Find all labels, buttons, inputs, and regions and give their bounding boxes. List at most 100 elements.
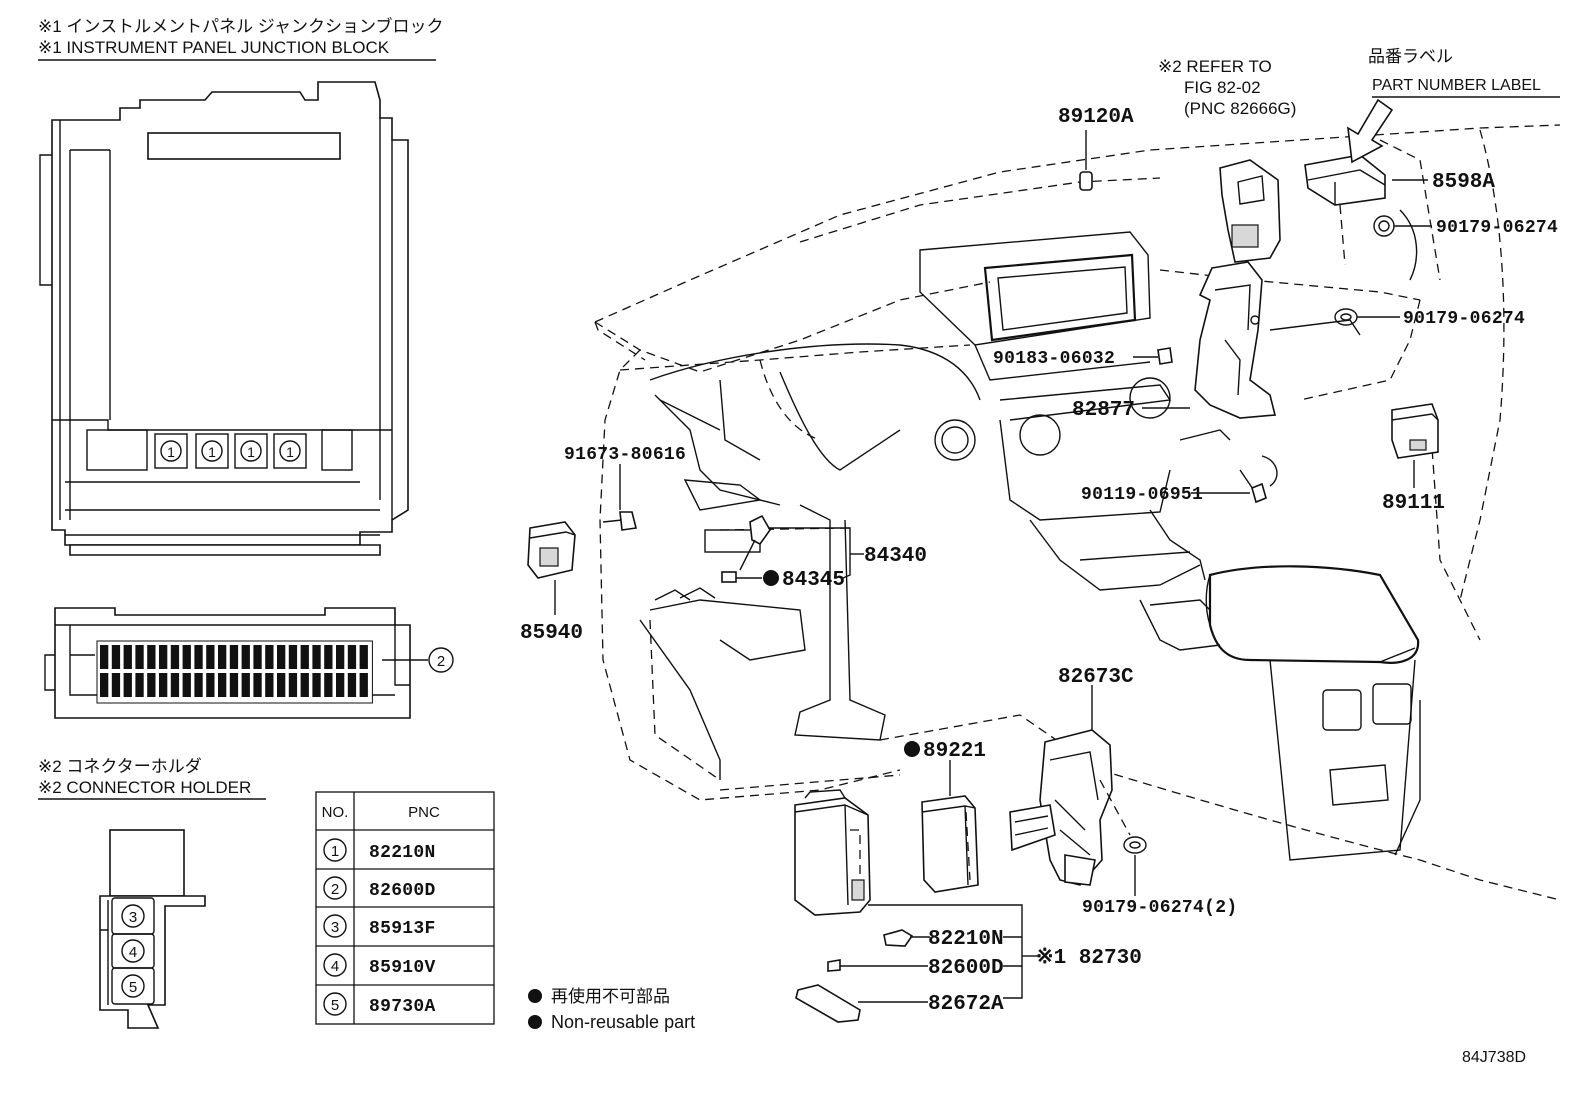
- connector-pin: [123, 673, 132, 697]
- connector-pin: [170, 673, 180, 697]
- connector-pin: [359, 673, 368, 697]
- connector-holder-drawing: [99, 829, 206, 1029]
- junction-block-drawing: [39, 81, 409, 556]
- refer-line3: (PNC 82666G): [1184, 99, 1296, 118]
- connector-pin: [336, 645, 345, 669]
- part-84340: [721, 514, 771, 583]
- connector-pin: [111, 673, 121, 697]
- figure-id: 84J738D: [1462, 1049, 1526, 1066]
- callout-90179-middle: 90179-06274: [1403, 309, 1525, 329]
- connector-pin: [182, 673, 191, 697]
- junction-block-side-view: 2: [44, 607, 454, 719]
- connector-pin: [277, 673, 286, 697]
- part-89221: [921, 795, 979, 893]
- svg-text:1: 1: [247, 444, 255, 460]
- junction-block-title-jp: ※1 インストルメントパネル ジャンクションブロック: [38, 16, 443, 36]
- callout-91673: 91673-80616: [564, 445, 686, 465]
- part-90179-clip-lower: [1123, 836, 1147, 854]
- part-90119-bolt: [1239, 455, 1278, 504]
- junction-block-connector-1d: 1: [273, 433, 307, 469]
- connector-pin: [347, 673, 357, 697]
- part-82730-junction-block: [794, 789, 871, 916]
- connector-circle-2: 2: [437, 653, 445, 670]
- svg-text:4: 4: [331, 958, 339, 975]
- connector-pin: [135, 645, 144, 669]
- connector-pin: [229, 645, 239, 669]
- callout-85940: 85940: [520, 622, 583, 645]
- part-number-label-arrow-icon: [1347, 98, 1394, 164]
- legend-bullet-jp: [528, 989, 542, 1003]
- connector-pin-grid: [96, 640, 373, 704]
- part-85940: [527, 521, 576, 579]
- pnc-table-row: 2 82600D: [323, 876, 436, 901]
- connector-pin: [159, 673, 168, 697]
- connector-pin: [206, 645, 215, 669]
- connector-pin: [288, 673, 298, 697]
- part-91673-bolt: [602, 511, 637, 531]
- part-90183-nut: [1157, 347, 1173, 365]
- part-82600D: [827, 959, 841, 972]
- connector-pin: [324, 645, 333, 669]
- connector-pin: [206, 673, 215, 697]
- connector-holder-circle-3: 3: [121, 904, 145, 928]
- callout-82672A: 82672A: [928, 993, 1004, 1016]
- svg-text:82600D: 82600D: [369, 881, 436, 901]
- junction-block-connector-1b: 1: [195, 433, 229, 469]
- pnc-table: NO. PNC 1 82210N 2 82600D 3 85913F 4 859…: [315, 791, 495, 1025]
- connector-pin: [100, 673, 109, 697]
- callout-90179-upper: 90179-06274: [1436, 218, 1558, 238]
- connector-pin: [300, 673, 309, 697]
- connector-pin: [324, 673, 333, 697]
- connector-pin: [159, 645, 168, 669]
- part-89120A: [1079, 130, 1093, 191]
- connector-pin: [100, 645, 109, 669]
- connector-pin: [241, 645, 250, 669]
- callout-90183: 90183-06032: [993, 349, 1115, 369]
- connector-holder-circle-4: 4: [121, 939, 145, 963]
- connector-pin: [170, 645, 180, 669]
- connector-pin: [347, 645, 357, 669]
- connector-pin: [218, 673, 227, 697]
- svg-text:89730A: 89730A: [369, 997, 436, 1017]
- dashboard-illustration: [594, 124, 1561, 901]
- non-reusable-bullet-84345: [763, 570, 779, 586]
- svg-text:85910V: 85910V: [369, 958, 436, 978]
- callout-84345: 84345: [782, 569, 845, 592]
- callout-90179-lower: 90179-06274(2): [1082, 898, 1237, 918]
- part-89111: [1391, 403, 1439, 459]
- leader-lines: [554, 179, 1432, 1003]
- junction-block-title-en: ※1 INSTRUMENT PANEL JUNCTION BLOCK: [38, 38, 390, 57]
- svg-text:1: 1: [208, 444, 216, 460]
- connector-holder-title-en: ※2 CONNECTOR HOLDER: [38, 778, 251, 797]
- refer-line2: FIG 82-02: [1184, 78, 1261, 97]
- refer-line1: ※2 REFER TO: [1158, 57, 1272, 76]
- part-82210N: [883, 929, 914, 947]
- svg-text:3: 3: [129, 909, 137, 926]
- svg-text:2: 2: [331, 881, 339, 898]
- part-82877-bracket: [1194, 261, 1277, 419]
- connector-pin: [265, 645, 274, 669]
- part-number-label-en: PART NUMBER LABEL: [1372, 77, 1541, 94]
- pnc-table-row: 5 89730A: [323, 992, 436, 1017]
- part-90179-clip-upper: [1373, 215, 1395, 237]
- junction-block-connector-1c: 1: [234, 433, 268, 469]
- connector-pin: [111, 645, 121, 669]
- connector-pin: [312, 673, 321, 697]
- connector-pin: [123, 645, 132, 669]
- connector-pin: [147, 673, 156, 697]
- connector-pin: [277, 645, 286, 669]
- pnc-table-row: 3 85913F: [323, 914, 435, 939]
- svg-text:1: 1: [167, 444, 175, 460]
- connector-holder-title-jp: ※2 コネクターホルダ: [38, 757, 202, 776]
- connector-pin: [241, 673, 250, 697]
- callout-82210N: 82210N: [928, 928, 1004, 951]
- part-82673C: [1009, 729, 1131, 886]
- pnc-table-header-no: NO.: [322, 804, 349, 821]
- callout-8598A: 8598A: [1432, 171, 1495, 194]
- part-connector-bracket-upper: [1219, 159, 1281, 263]
- legend-bullet-en: [528, 1015, 542, 1029]
- svg-text:3: 3: [331, 919, 339, 936]
- callout-82730: ※1 82730: [1036, 946, 1142, 970]
- callout-82877: 82877: [1072, 399, 1135, 422]
